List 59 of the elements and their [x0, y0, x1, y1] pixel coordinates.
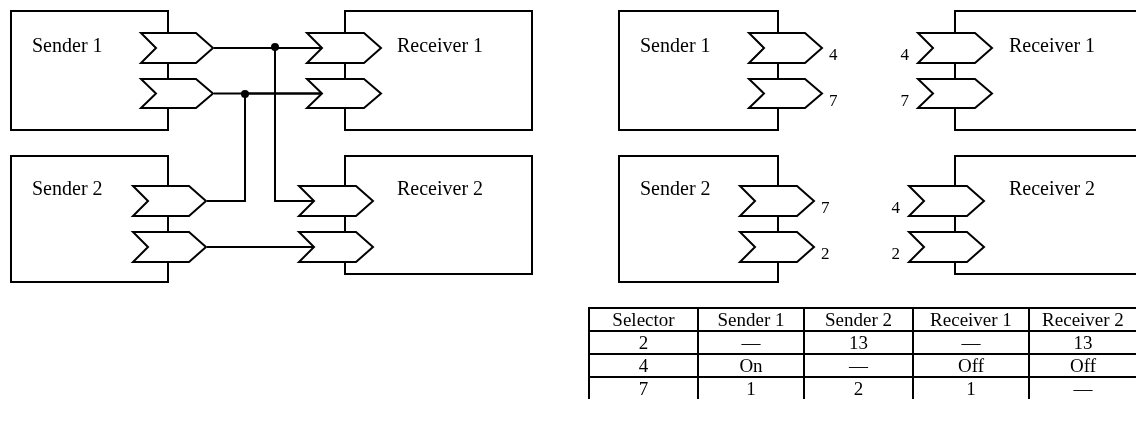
table-cell: 1 [914, 378, 1030, 399]
table-cell: 2 [805, 378, 914, 399]
table-cell: — [914, 332, 1030, 355]
port-number: 7 [900, 92, 909, 110]
port-number: 2 [821, 245, 830, 263]
table-cell: 4 [590, 355, 699, 378]
port-symbol [748, 32, 823, 64]
table-cell: 13 [805, 332, 914, 355]
table-cell: 13 [1030, 332, 1136, 355]
column-header: Receiver 1 [914, 309, 1030, 332]
port-number: 7 [829, 92, 838, 110]
port-symbol [306, 78, 382, 109]
device-name: Receiver 2 [1009, 177, 1096, 199]
column-header: Sender 2 [805, 309, 914, 332]
port-symbol [298, 231, 374, 263]
column-header: Sender 1 [699, 309, 805, 332]
device-box [618, 10, 779, 131]
port-symbol [748, 78, 823, 109]
port-number: 4 [891, 199, 900, 217]
device-name: Sender 2 [640, 177, 711, 199]
device-name: Sender 1 [32, 34, 103, 56]
table-cell: — [699, 332, 805, 355]
port-symbol [917, 32, 993, 64]
device-name: Receiver 2 [397, 177, 484, 199]
table-cell: 1 [699, 378, 805, 399]
port-symbol [739, 185, 815, 217]
port-number: 2 [891, 245, 900, 263]
port-symbol [306, 32, 382, 64]
port-symbol [908, 185, 985, 217]
port-number: 7 [821, 199, 830, 217]
device-name: Receiver 1 [1009, 34, 1096, 56]
table-cell: Off [914, 355, 1030, 378]
table-cell: 7 [590, 378, 699, 399]
table-cell: 2 [590, 332, 699, 355]
device-box [10, 155, 169, 283]
device-box [344, 155, 533, 275]
port-symbol [917, 78, 993, 109]
port-symbol [739, 231, 815, 263]
device-name: Receiver 1 [397, 34, 484, 56]
device-box [10, 10, 169, 131]
table-cell: On [699, 355, 805, 378]
port-number: 4 [829, 46, 838, 64]
device-box [954, 155, 1136, 275]
port-symbol [132, 185, 207, 217]
port-number: 4 [900, 46, 909, 64]
device-box [954, 10, 1136, 131]
device-box [344, 10, 533, 131]
port-symbol [908, 231, 985, 263]
column-header: Selector [590, 309, 699, 332]
port-symbol [132, 231, 207, 263]
table-cell: — [1030, 378, 1136, 399]
device-name: Sender 1 [640, 34, 711, 56]
device-name: Sender 2 [32, 177, 103, 199]
table-cell: — [805, 355, 914, 378]
port-symbol [140, 32, 214, 64]
table-cell: Off [1030, 355, 1136, 378]
port-symbol [140, 78, 214, 109]
column-header: Receiver 2 [1030, 309, 1136, 332]
port-symbol [298, 185, 374, 217]
